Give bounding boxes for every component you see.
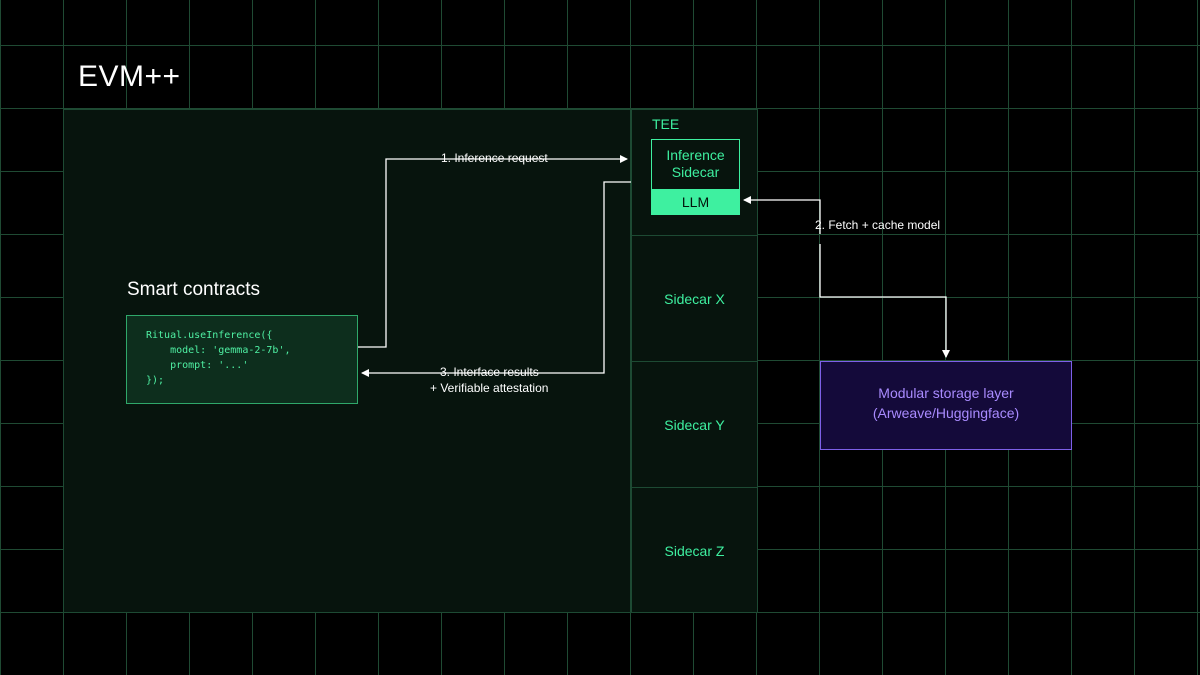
code-line: model: 'gemma-2-7b', <box>146 345 291 356</box>
storage-layer-subtitle: (Arweave/Huggingface) <box>872 405 1020 421</box>
inference-request-label: 1. Inference request <box>441 151 548 165</box>
results-arrow <box>361 181 631 377</box>
code-snippet-box: Ritual.useInference({ model: 'gemma-2-7b… <box>126 315 358 404</box>
sidecar-y-label: Sidecar Y <box>664 416 725 433</box>
tee-label: TEE <box>652 116 680 132</box>
attestation-label: + Verifiable attestation <box>430 381 549 395</box>
results-label: 3. Interface results <box>440 365 539 379</box>
llm-box: LLM <box>651 189 740 215</box>
sidecar-x-label: Sidecar X <box>664 290 725 307</box>
fetch-model-arrow-to-storage <box>819 244 950 358</box>
code-line: Ritual.useInference({ <box>146 330 273 341</box>
sidecar-z-label: Sidecar Z <box>664 542 725 559</box>
smart-contracts-label: Smart contracts <box>127 279 261 300</box>
sidecar-y-cell: Sidecar Y <box>631 361 758 487</box>
sidecar-x-cell: Sidecar X <box>631 235 758 361</box>
code-line: prompt: '...' <box>146 360 249 371</box>
code-line: }); <box>146 375 165 386</box>
page-title: EVM++ <box>78 60 181 93</box>
fetch-model-arrow-to-llm <box>743 196 821 234</box>
inference-sidecar-label: Inference Sidecar <box>666 147 725 180</box>
storage-layer-title: Modular storage layer <box>878 385 1014 401</box>
fetch-model-label: 2. Fetch + cache model <box>815 218 941 232</box>
storage-layer-box: Modular storage layer (Arweave/Huggingfa… <box>820 361 1072 450</box>
inference-request-arrow <box>358 155 628 348</box>
sidecar-z-cell: Sidecar Z <box>631 487 758 613</box>
